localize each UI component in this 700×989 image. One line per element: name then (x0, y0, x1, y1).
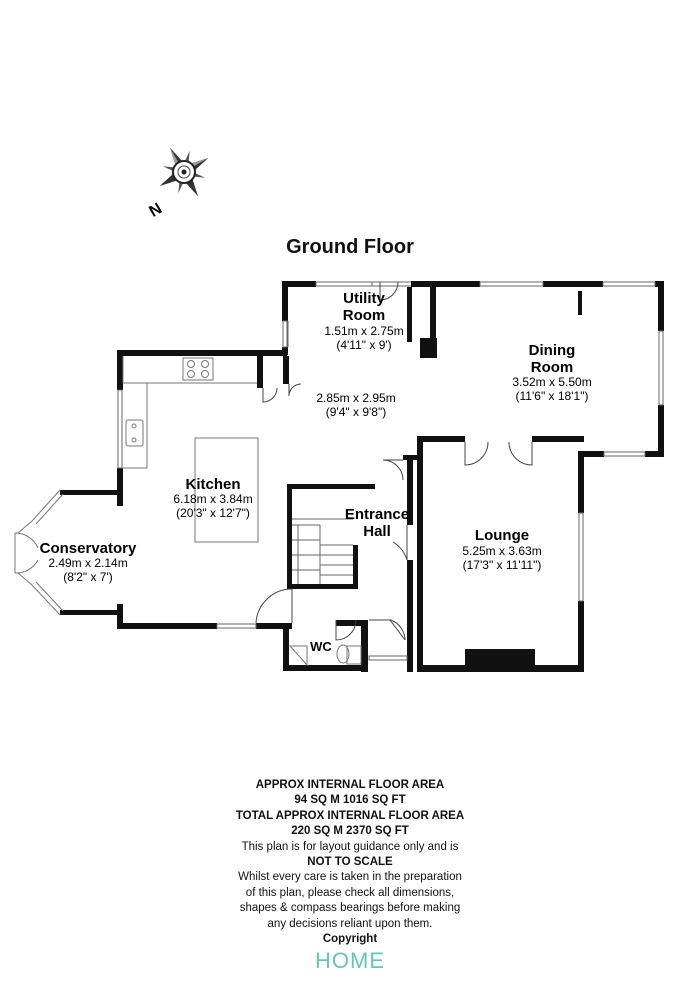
hall-imperial: (9'4" x 9'8") (326, 405, 386, 419)
utility-metric: 1.51m x 2.75m (324, 324, 403, 338)
brand-logo: HOME (315, 948, 385, 973)
windows (117, 281, 664, 661)
floor-title: Ground Floor (286, 236, 414, 258)
kitchen-name: Kitchen (185, 476, 240, 493)
entrance-name-2: Hall (363, 523, 391, 540)
info-line-9: shapes & compass bearings before making (239, 902, 461, 915)
stairs (292, 518, 353, 584)
floor-area-info: APPROX INTERNAL FLOOR AREA 94 SQ M 1016 … (150, 778, 550, 947)
dining-imperial: (11'6" x 18'1") (516, 389, 589, 403)
conservatory-outline (14, 489, 64, 616)
info-line-8: of this plan, please check all dimension… (245, 886, 455, 899)
wc-fittings (288, 644, 362, 667)
info-line-4: 220 SQ M 2370 SQ FT (291, 825, 409, 838)
kitchen-imperial: (20'3" x 12'7") (176, 506, 250, 520)
lounge-imperial: (17'3" x 11'11") (463, 558, 542, 572)
doors (255, 281, 533, 641)
dining-metric: 3.52m x 5.50m (512, 375, 591, 389)
dining-name-2: Room (531, 359, 574, 376)
kitchen-fittings (122, 356, 259, 543)
info-line-11: Copyright (322, 933, 378, 946)
entrance-name: Entrance (345, 506, 409, 523)
compass-icon (159, 147, 209, 197)
kitchen-metric: 6.18m x 3.84m (173, 492, 252, 506)
lounge-name: Lounge (475, 527, 529, 544)
info-line-7: Whilst every care is taken in the prepar… (238, 871, 462, 884)
dining-name: Dining (529, 342, 576, 359)
utility-name-2: Room (343, 307, 386, 324)
utility-imperial: (4'11" x 9') (336, 338, 391, 352)
info-line-6: NOT TO SCALE (307, 856, 393, 869)
conservatory-metric: 2.49m x 2.14m (48, 556, 127, 570)
room-labels: Utility Room 1.51m x 2.75m (4'11" x 9') … (40, 290, 592, 654)
info-line-2: 94 SQ M 1016 SQ FT (294, 794, 406, 807)
compass-letter: N (147, 200, 166, 221)
info-line-1: APPROX INTERNAL FLOOR AREA (255, 779, 445, 791)
info-line-5: This plan is for layout guidance only an… (241, 840, 459, 853)
wc-name: WC (310, 639, 332, 654)
info-line-10: any decisions reliant upon them. (267, 917, 433, 930)
conservatory-name: Conservatory (40, 540, 137, 557)
lounge-metric: 5.25m x 3.63m (462, 544, 541, 558)
utility-name: Utility (343, 290, 385, 307)
hall-metric: 2.85m x 2.95m (316, 391, 395, 405)
walls (60, 281, 664, 672)
conservatory-imperial: (8'2" x 7') (63, 570, 113, 584)
info-line-3: TOTAL APPROX INTERNAL FLOOR AREA (235, 809, 465, 822)
